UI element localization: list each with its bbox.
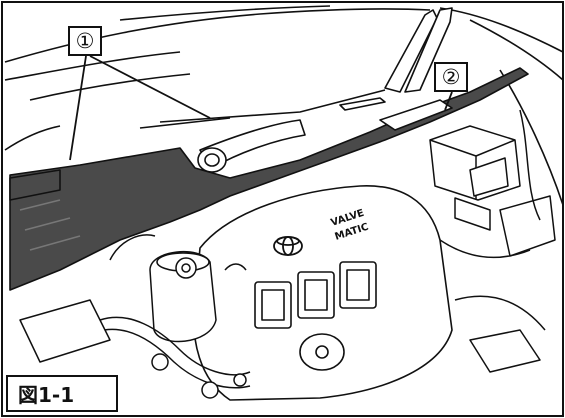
figure-caption: 図1-1 bbox=[6, 375, 118, 412]
wiper-arm bbox=[139, 7, 453, 173]
callout-1-label: ① bbox=[68, 26, 102, 56]
left-components bbox=[19, 234, 251, 399]
brand-emblem bbox=[273, 236, 303, 256]
cowl-panel bbox=[9, 67, 529, 291]
engine-cover bbox=[192, 185, 453, 401]
callout-leaders bbox=[69, 55, 453, 161]
callout-2-label: ② bbox=[434, 62, 468, 92]
right-components bbox=[429, 109, 556, 373]
